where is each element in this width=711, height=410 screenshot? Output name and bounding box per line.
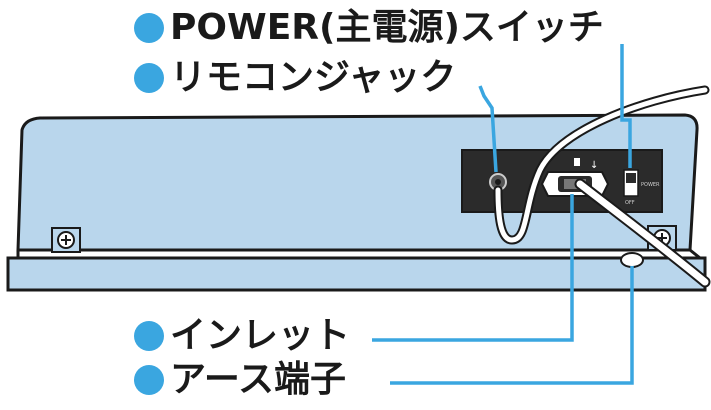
off-mark: OFF (625, 200, 635, 206)
remote-jack-label: リモコンジャック (134, 58, 456, 98)
power-switch-label: POWER(主電源)スイッチ (134, 8, 604, 48)
power-switch-text: POWER(主電源)スイッチ (170, 7, 604, 48)
bullet-icon (134, 63, 164, 93)
left-screw-icon (51, 227, 81, 253)
callout-power (620, 44, 632, 168)
inlet-text: インレット (170, 315, 351, 356)
callout-inlet (372, 194, 574, 342)
earth-terminal-text: アース端子 (170, 359, 347, 400)
earth-terminal-label: アース端子 (134, 360, 346, 400)
callout-remote (478, 85, 498, 173)
bullet-icon (134, 365, 164, 395)
device-base (6, 256, 707, 292)
bullet-icon (134, 321, 164, 351)
inlet-label: インレット (134, 316, 350, 356)
callout-earth (390, 266, 634, 385)
callout-lines (372, 44, 634, 385)
power-mark: POWER (641, 182, 660, 188)
remote-jack-text: リモコンジャック (170, 57, 457, 98)
svg-text:↓: ↓ (590, 160, 598, 171)
power-switch: POWER OFF (623, 169, 660, 206)
bullet-icon (134, 13, 164, 43)
earth-terminal-icon (620, 252, 644, 268)
